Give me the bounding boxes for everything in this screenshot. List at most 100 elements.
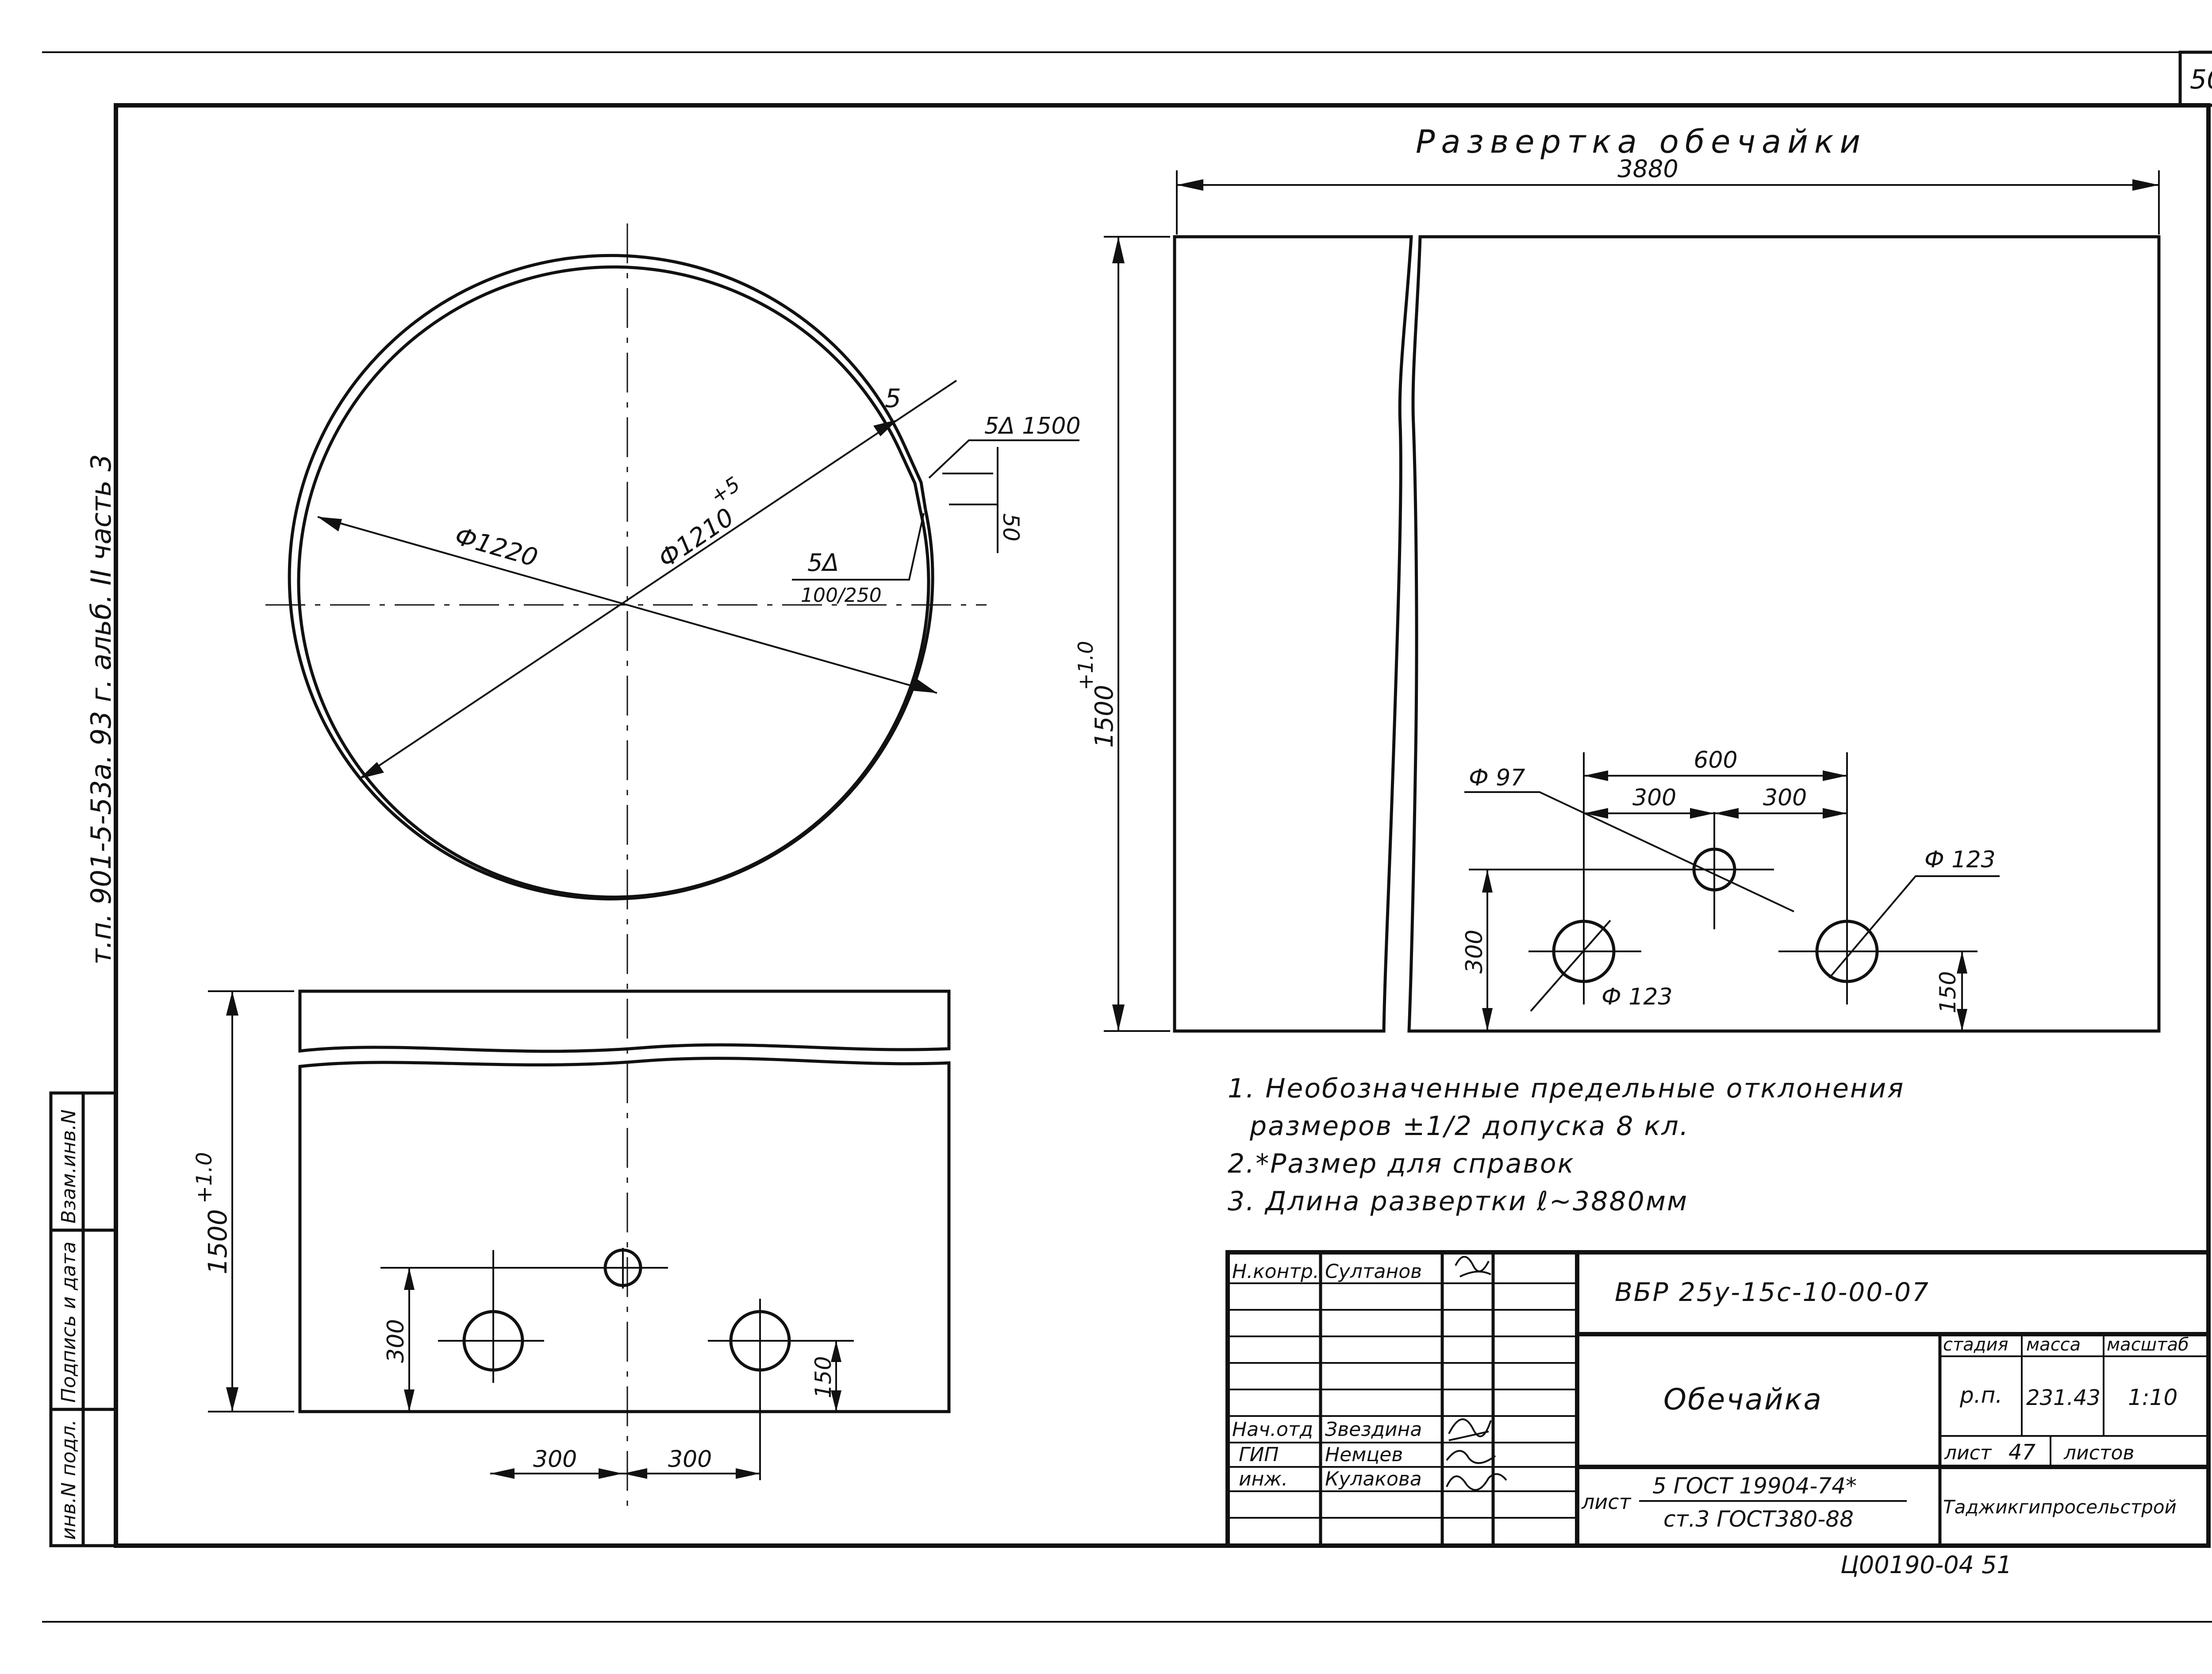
tb-material-top: 5 ГОСТ 19904-74* — [1652, 1473, 1857, 1499]
tb-col-stage: стадия — [1943, 1335, 2008, 1355]
tb-material-bottom: ст.3 ГОСТ380-88 — [1663, 1506, 1854, 1532]
tb-name-0: Султанов — [1325, 1260, 1422, 1283]
dev-height-tolerance: +1.0 — [1074, 641, 1098, 690]
tb-sheet-no: 47 — [2008, 1440, 2036, 1465]
dev-hole-left-label: Ф 123 — [1601, 984, 1673, 1010]
tb-organization: Таджикгипросельстрой — [1943, 1496, 2177, 1518]
tb-material-label: лист — [1581, 1490, 1632, 1514]
dim-arrow-inner-right — [873, 419, 898, 436]
dev-hole-right-leader — [1828, 875, 2000, 979]
dim-arrow-outer-left — [318, 517, 342, 531]
dim-arrow-inner-left — [359, 762, 384, 779]
dev-length-arrow-right — [2132, 179, 2159, 191]
page-number: 50 — [2190, 64, 2212, 95]
dev-hole-level-right: 150 — [1935, 971, 1961, 1013]
front-spacing-right: 300 — [668, 1446, 712, 1473]
dev-total-arrow-left — [1584, 770, 1608, 781]
dev-level-arrow-bottom — [1482, 1008, 1493, 1031]
dim-wall-thickness: 5 — [885, 383, 901, 413]
stamp-cell-vzam-inv: Взам.инв.N — [58, 1109, 80, 1224]
dev-hole-left-leader — [1530, 920, 1611, 1012]
stamp-cell-inv-podl: инв.N подл. — [58, 1420, 80, 1540]
weld-mid-symbol: 5Δ — [807, 549, 839, 577]
notes: 1. Необозначенные предельные отклонения … — [1228, 1073, 1905, 1217]
dev-hole-small-label: Ф 97 — [1469, 765, 1525, 791]
seam-joint — [898, 445, 927, 510]
dev-total-spacing: 600 — [1694, 747, 1737, 774]
dim-arrow-outer-right — [913, 678, 937, 693]
front-spacing-arrow-left — [490, 1468, 515, 1479]
front-view: 1500 +1.0 300 150 300 300 — [192, 989, 951, 1480]
front-level-arrow-top — [404, 1268, 415, 1290]
front-spacing-arrow-mid-l — [599, 1468, 623, 1479]
page-number-box — [2178, 50, 2212, 107]
dev-hole-level: 300 — [1461, 930, 1488, 974]
front-level-right-arrow-bottom — [831, 1390, 841, 1412]
dev-height-arrow-top — [1112, 237, 1125, 263]
dev-length-arrow-left — [1177, 179, 1203, 191]
weld-top-length: 50 — [998, 513, 1024, 542]
note-3: 3. Длина развертки ℓ~3880мм — [1228, 1186, 1688, 1217]
dev-hole-small-leader — [1464, 791, 1794, 912]
front-level-right-arrow-top — [831, 1341, 841, 1362]
dev-height: 1500 — [1090, 685, 1119, 748]
dev-level-right-arrow-top — [1957, 951, 1967, 974]
front-level-arrow-bottom — [404, 1389, 415, 1412]
note-1-line-1: 1. Необозначенные предельные отклонения — [1228, 1073, 1905, 1104]
tb-col-scale: масштаб — [2107, 1335, 2189, 1355]
front-hole-level: 300 — [383, 1319, 409, 1363]
stamp-cell-podpis-data: Подпись и дата — [58, 1242, 80, 1403]
shell-inner-circle — [297, 265, 930, 899]
signature-kulakova — [1446, 1473, 1507, 1491]
series-label: т.п. 901-5-53а. 93 г. альб. II часть 3 — [85, 454, 117, 965]
front-height-arrow-top — [226, 991, 238, 1016]
shell-outer-circle — [288, 254, 934, 900]
front-upper-strip — [298, 989, 951, 1053]
dev-level-arrow-top — [1482, 870, 1493, 893]
dev-level-right-arrow-bottom — [1957, 1009, 1967, 1031]
weld-top-leader — [928, 439, 1079, 479]
dev-spacing-arrow-right — [1823, 808, 1847, 819]
tb-name-3: Кулакова — [1325, 1468, 1422, 1490]
dev-sheet-left — [1173, 235, 1413, 1033]
note-2: 2.*Размер для справок — [1228, 1148, 1575, 1179]
front-height-arrow-bottom — [226, 1387, 238, 1412]
dev-spacing-arrow-mid-r — [1714, 808, 1739, 819]
front-spacing-left: 300 — [533, 1446, 577, 1473]
tb-designation: ВБР 25у-15с-10-00-07 — [1615, 1277, 1930, 1307]
tb-name-1: Звездина — [1325, 1418, 1422, 1441]
development-title: Развертка обечайки — [1416, 123, 1866, 160]
tb-name-2: Немцев — [1325, 1443, 1403, 1466]
drawing-frame — [114, 103, 2211, 1548]
dim-outer-diameter: Ф1220 — [452, 522, 541, 573]
tb-role-0: Н.контр. — [1232, 1260, 1319, 1283]
dev-spacing-arrow-left — [1584, 808, 1608, 819]
title-block: Н.контр. Султанов Нач.отд Звездина ГИП Н… — [1225, 1250, 2211, 1548]
dim-line-inner-diameter — [358, 380, 957, 780]
tb-role-1: Нач.отд — [1232, 1418, 1313, 1441]
tb-part-name: Обечайка — [1663, 1382, 1823, 1416]
footer-code: Ц00190-04 51 — [1840, 1551, 2012, 1579]
signature-zvezdina — [1448, 1418, 1492, 1441]
front-height-tolerance: +1.0 — [192, 1152, 217, 1204]
tb-col-mass: масса — [2026, 1335, 2081, 1355]
dev-spacing-left: 300 — [1632, 785, 1676, 811]
dev-hole-right-label: Ф 123 — [1924, 847, 1996, 873]
dim-inner-diameter: Ф1210 — [653, 503, 739, 574]
dev-length: 3880 — [1617, 155, 1678, 183]
tb-role-3: инж. — [1239, 1468, 1288, 1490]
note-1-line-2: размеров ±1/2 допуска 8 кл. — [1249, 1111, 1690, 1142]
dim-line-outer-diameter — [317, 516, 937, 694]
front-hole-level-right: 150 — [810, 1356, 836, 1398]
tb-role-2: ГИП — [1239, 1443, 1279, 1466]
side-stamp: инв.N подл. Подпись и дата Взам.инв.N — [49, 1091, 118, 1547]
development-view: Развертка обечайки 3880 1500 +1.0 — [1074, 123, 2161, 1033]
tb-stage: р.п. — [1959, 1382, 2002, 1408]
weld-mid-leader — [792, 513, 925, 581]
signature-nemtsev — [1446, 1450, 1496, 1464]
tb-scale: 1:10 — [2128, 1385, 2177, 1410]
tb-mass: 231.43 — [2026, 1385, 2101, 1410]
dim-inner-tolerance: +5 — [706, 472, 744, 508]
front-spacing-arrow-right — [736, 1468, 760, 1479]
